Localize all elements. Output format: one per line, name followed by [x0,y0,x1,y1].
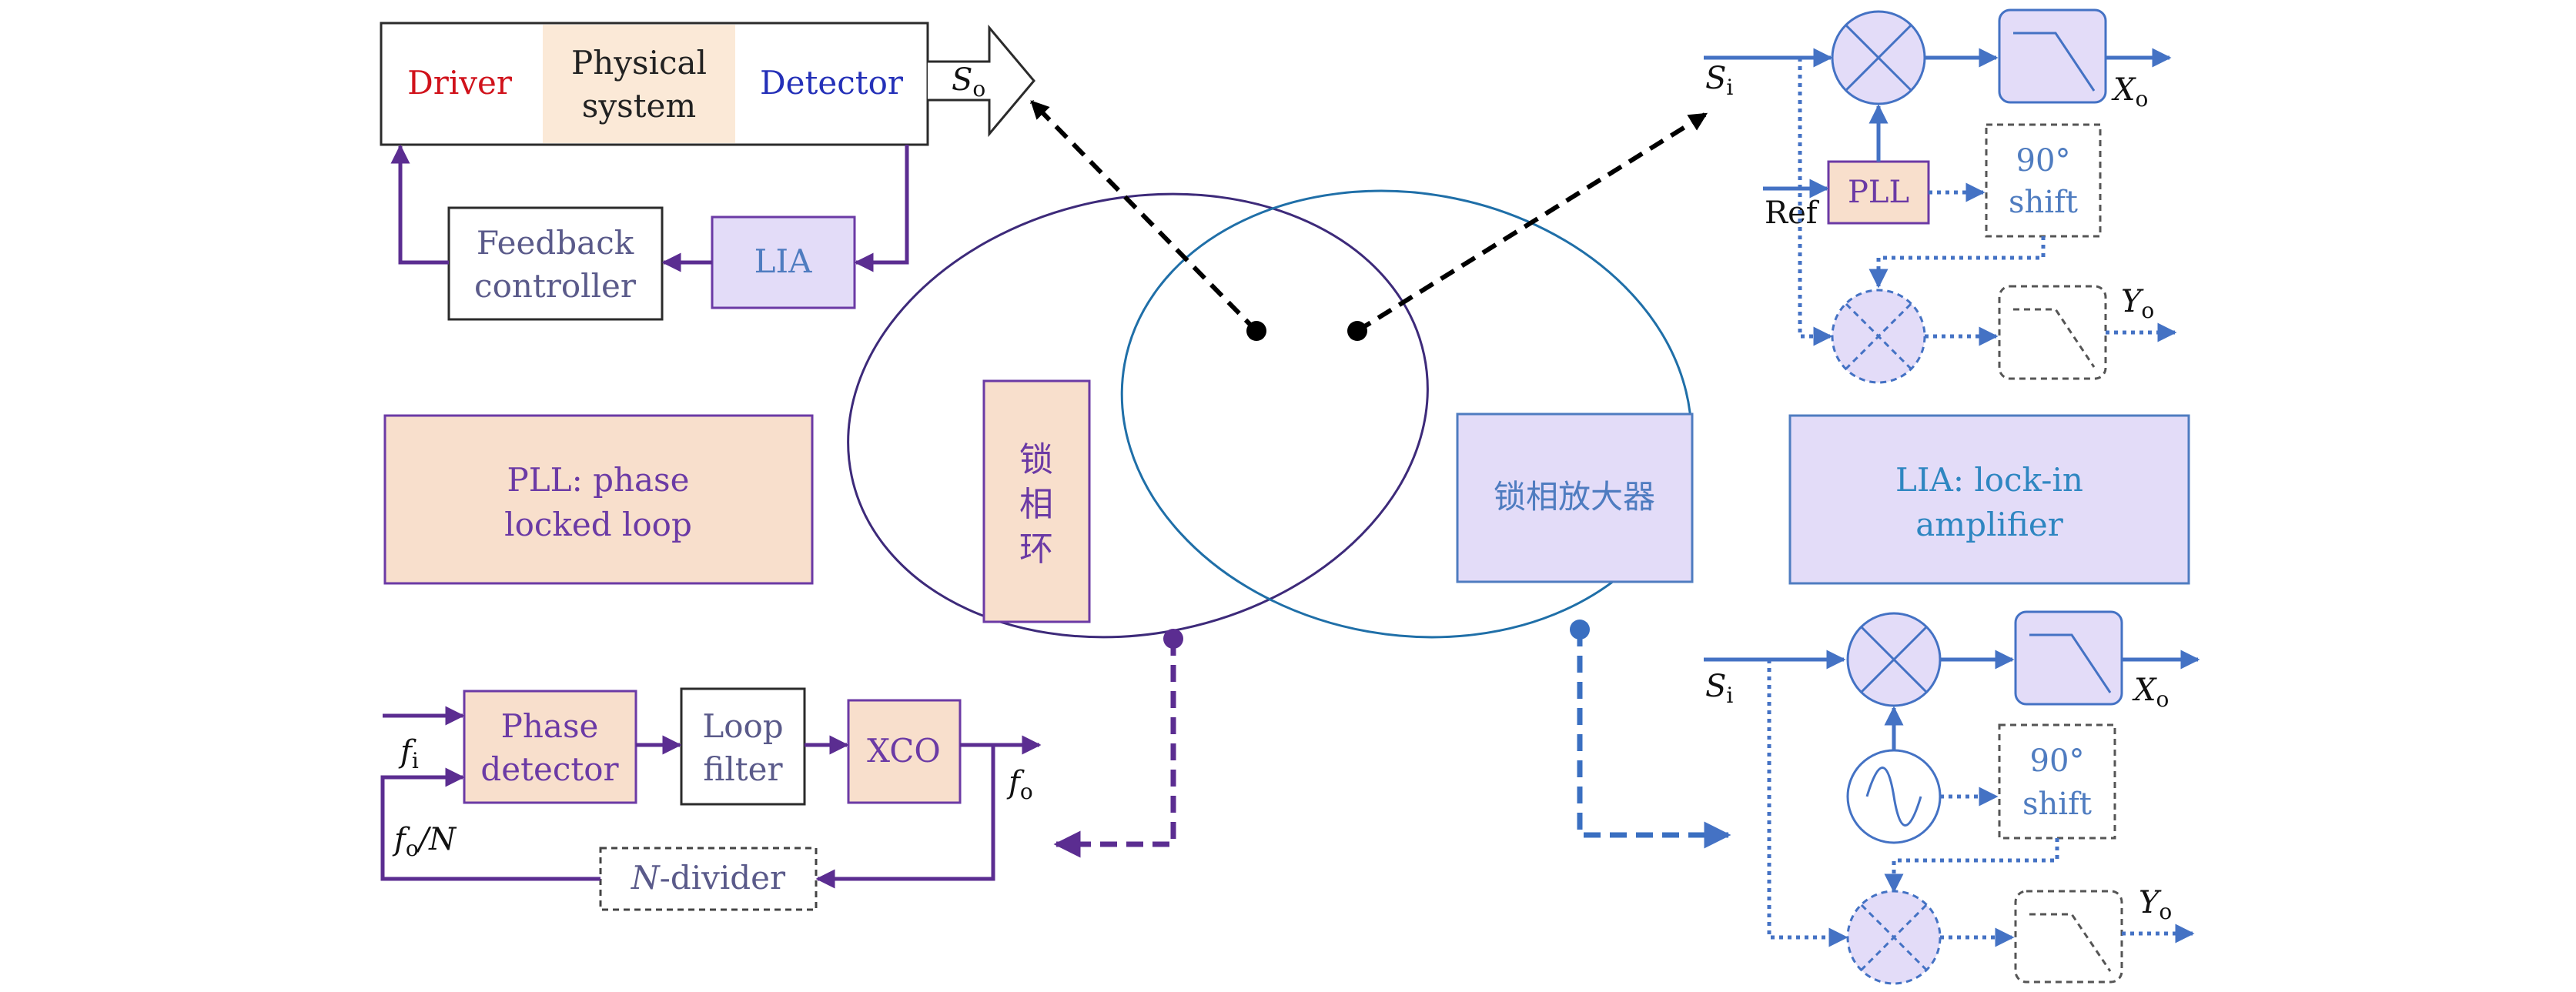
controller-label: controller [474,267,637,305]
lia-chinese-box [1456,412,1694,583]
si-label-bottom: Si [1705,669,1733,708]
xco-box [847,699,962,804]
filter-label: filter [703,750,783,788]
lpf-x-top [1998,8,2107,104]
shift-box-top [1985,123,2102,238]
mixer-x-top [1831,10,1926,105]
ref-label: Ref [1765,195,1820,231]
n-divider-label: N-divider [631,859,786,897]
dot-to-output-arrow [1029,99,1259,333]
pll-char-2: 相 [1019,485,1053,524]
lpf-y-top [1998,285,2107,380]
fi-label: fi [398,734,419,773]
so-label: So [952,62,985,102]
pll-char-3: 环 [1019,529,1053,569]
yo-label-top: Yo [2121,284,2154,323]
physical-system-highlight [543,25,735,143]
lia-bottom: Si Xo 90° shift [1704,610,2200,985]
dot-to-si-arrow [1356,112,1708,333]
lia-legend: LIA: lock-in amplifier [1788,414,2190,585]
controller-to-driver-line [390,144,449,265]
pll-label-top: PLL [1848,175,1909,210]
pll-legend: PLL: phase locked loop [383,414,814,585]
lia-label: LIA [754,242,812,280]
xco-label: XCO [867,732,941,770]
pll-legend-line1: PLL: phase [507,461,690,499]
detector-label-pd: detector [480,750,619,788]
feedback-to-divider-line [815,745,995,889]
xo-label-top: Xo [2111,72,2148,112]
si-to-mixer-y-top [1798,58,1833,346]
blue-pointer [1577,630,1731,849]
detector-to-lia-line [854,145,909,272]
shift-deg-bottom: 90° [2030,743,2085,779]
xo-label-bottom: Xo [2132,673,2169,712]
lia-legend-line1: LIA: lock-in [1895,461,2083,499]
output-arrow-shape [928,24,1035,138]
lia-top: Si Xo PLL Ref 90° shift [1704,8,2177,384]
lpf-y-bottom [2014,890,2123,984]
loop-label: Loop [702,707,783,745]
pll-ellipse [847,192,1429,639]
purple-pointer [1053,639,1176,858]
fon-label: fo/N [392,822,457,861]
loop-filter-box [680,687,806,806]
divider-to-pd-line [380,767,601,881]
shift-label-bottom: shift [2022,787,2092,822]
lia-chinese-label: 锁相放大器 [1494,478,1655,516]
shift-label-top: shift [2009,185,2078,220]
mixer-y-top [1831,289,1926,384]
shift-to-mixer-y-bottom [1884,838,2059,893]
fo-label: fo [1006,765,1033,804]
pll-char-1: 锁 [1019,440,1053,479]
shift-deg-top: 90° [2016,143,2071,179]
si-label-top: Si [1705,61,1733,100]
yo-label-bottom: Yo [2139,885,2172,924]
lpf-x-bottom [2014,610,2123,706]
pll-legend-box [383,414,814,585]
lia-legend-line2: amplifier [1915,506,2063,543]
pll-loop: Phase detector Loop filter XCO N-divider… [380,687,1042,911]
phase-detector-box [463,690,637,804]
feedback-label: Feedback [477,224,634,262]
oscillator-icon [1846,749,1942,844]
venn: 锁 相 环 锁相放大器 [847,99,1731,858]
pll-legend-line2: locked loop [504,506,692,543]
shift-to-mixer-y-top [1868,236,2046,289]
si-to-mixer-y-bottom [1767,660,1848,947]
pll-chinese-box [982,379,1091,623]
system-label: system [582,87,696,125]
lia-legend-box [1788,414,2190,585]
phase-label: Phase [501,707,599,745]
mixer-y-bottom [1846,890,1942,985]
detector-label: Detector [760,64,904,102]
feedback-loop: Driver Physical system Detector So LIA F… [380,22,1035,321]
lia-box [711,215,856,309]
mixer-x-bottom [1846,612,1942,707]
driver-label: Driver [407,64,513,102]
physical-label: Physical [571,44,707,82]
